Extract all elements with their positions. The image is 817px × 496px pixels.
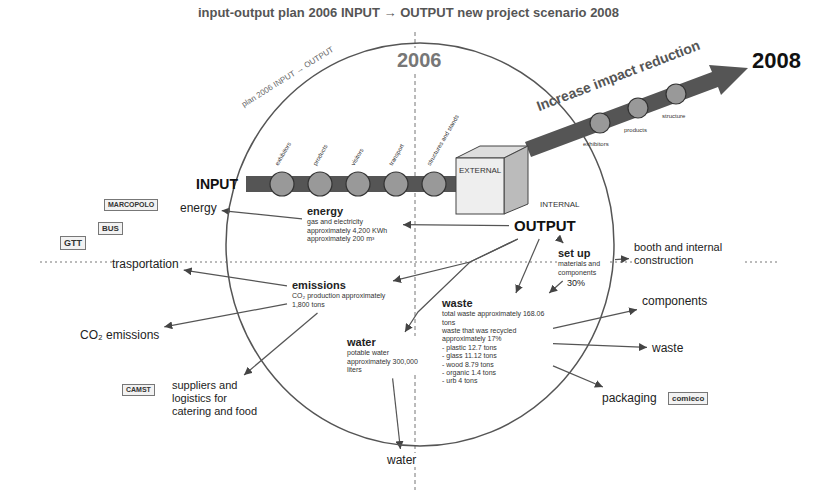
rotated-label: structures and stands: [426, 114, 461, 167]
node-body: - wood 8.79 tons: [442, 361, 548, 369]
input-icon: [308, 172, 332, 196]
logo-text: CAMST: [122, 384, 155, 396]
connector: [184, 270, 287, 286]
connector: [559, 239, 563, 243]
label: products: [624, 127, 647, 134]
rotated-label: transport: [388, 143, 406, 167]
rotated-label: plan 2006 INPUT → OUTPUT: [240, 45, 335, 109]
node-box: energygas and electricity approximately …: [305, 204, 400, 244]
output-icon: [666, 84, 686, 104]
connector: [516, 239, 539, 293]
output-icon: [590, 113, 610, 133]
node-box: booth and internal construction: [632, 240, 744, 268]
node-body: - organic 1.4 tons: [442, 369, 548, 377]
node-body: waste that was recycled approximately 17…: [442, 327, 548, 344]
rotated-label: Increase impact reduction: [534, 37, 702, 114]
node-box: trasportation: [110, 256, 181, 272]
node-heading: water: [387, 453, 416, 467]
output-arrow: [525, 65, 748, 157]
node-body: total waste approximately 168.06 tons: [442, 310, 548, 327]
node-box: emissionsCO₂ production approximately 1,…: [290, 278, 390, 310]
logo-text: comieco: [668, 392, 708, 405]
label: INPUT: [196, 176, 238, 192]
node-heading: waste: [442, 297, 548, 310]
label: structure: [662, 113, 685, 120]
node-heading: waste: [652, 341, 683, 355]
node-heading: emissions: [292, 279, 388, 292]
connector: [615, 259, 629, 260]
input-icon: [384, 172, 408, 196]
node-box: components: [640, 293, 709, 309]
node-heading: energy: [180, 201, 217, 215]
connector: [549, 281, 563, 293]
connector: [222, 211, 302, 219]
building-front: [456, 158, 504, 214]
connector: [553, 310, 637, 329]
node-heading: 2006: [395, 48, 444, 72]
connector: [244, 313, 317, 375]
rotated-label: products: [312, 144, 329, 167]
connector: [164, 304, 287, 327]
node-box: packaging: [600, 390, 659, 406]
node-heading: water: [347, 336, 433, 349]
connector: [393, 239, 518, 281]
node-box: waste: [650, 340, 685, 356]
node-body: - urb 4 tons: [442, 377, 548, 385]
node-box: energy: [178, 200, 219, 216]
node-box: set upmaterials and components: [556, 246, 612, 278]
node-heading: set up: [558, 247, 610, 260]
node-body: - glass 11.12 tons: [442, 352, 548, 360]
node-body: CO₂ production approximately 1,800 tons: [292, 292, 388, 309]
node-heading: OUTPUT: [514, 217, 576, 235]
divider-line: [415, 32, 416, 490]
node-box: OUTPUT: [512, 216, 578, 236]
output-icon: [628, 98, 648, 118]
node-body: - plastic 12.7 tons: [442, 344, 548, 352]
input-icon: [422, 172, 446, 196]
node-heading: packaging: [602, 391, 657, 405]
node-heading: suppliers and logistics for catering and…: [172, 379, 260, 419]
logo-text: BUS: [98, 222, 123, 235]
node-body: materials and components: [558, 260, 610, 277]
node-box: water: [385, 452, 418, 468]
connector: [403, 225, 509, 226]
node-body: gas and electricity approximately 4,200 …: [307, 218, 398, 243]
connector: [393, 378, 401, 449]
node-heading: energy: [307, 205, 398, 218]
node-heading: booth and internal construction: [634, 241, 742, 267]
logo-text: GTT: [60, 236, 86, 250]
label: EXTERNAL: [459, 166, 501, 175]
input-icon: [270, 172, 294, 196]
node-box: CO₂ emissions: [78, 327, 161, 343]
node-heading: components: [642, 294, 707, 308]
node-box: wastetotal waste approximately 168.06 to…: [440, 296, 550, 387]
edge-label: 30%: [566, 278, 586, 288]
node-heading: CO₂ emissions: [80, 328, 159, 342]
label: exhibitors: [583, 141, 609, 148]
label: INTERNAL: [540, 200, 580, 209]
connector: [553, 344, 647, 348]
node-heading: trasportation: [112, 257, 179, 271]
node-box: waterpotable water approximately 300,000…: [345, 335, 435, 375]
input-icon: [346, 172, 370, 196]
logo-text: MARCOPOLO: [104, 199, 158, 211]
rotated-label: exhibitors: [274, 141, 293, 167]
building-side: [504, 146, 528, 214]
label: 2008: [752, 48, 801, 73]
title: input-output plan 2006 INPUT → OUTPUT ne…: [0, 5, 817, 20]
rotated-label: visitors: [350, 147, 365, 167]
node-box: suppliers and logistics for catering and…: [170, 378, 262, 420]
node-body: potable water approximately 300,000 lite…: [347, 349, 433, 374]
